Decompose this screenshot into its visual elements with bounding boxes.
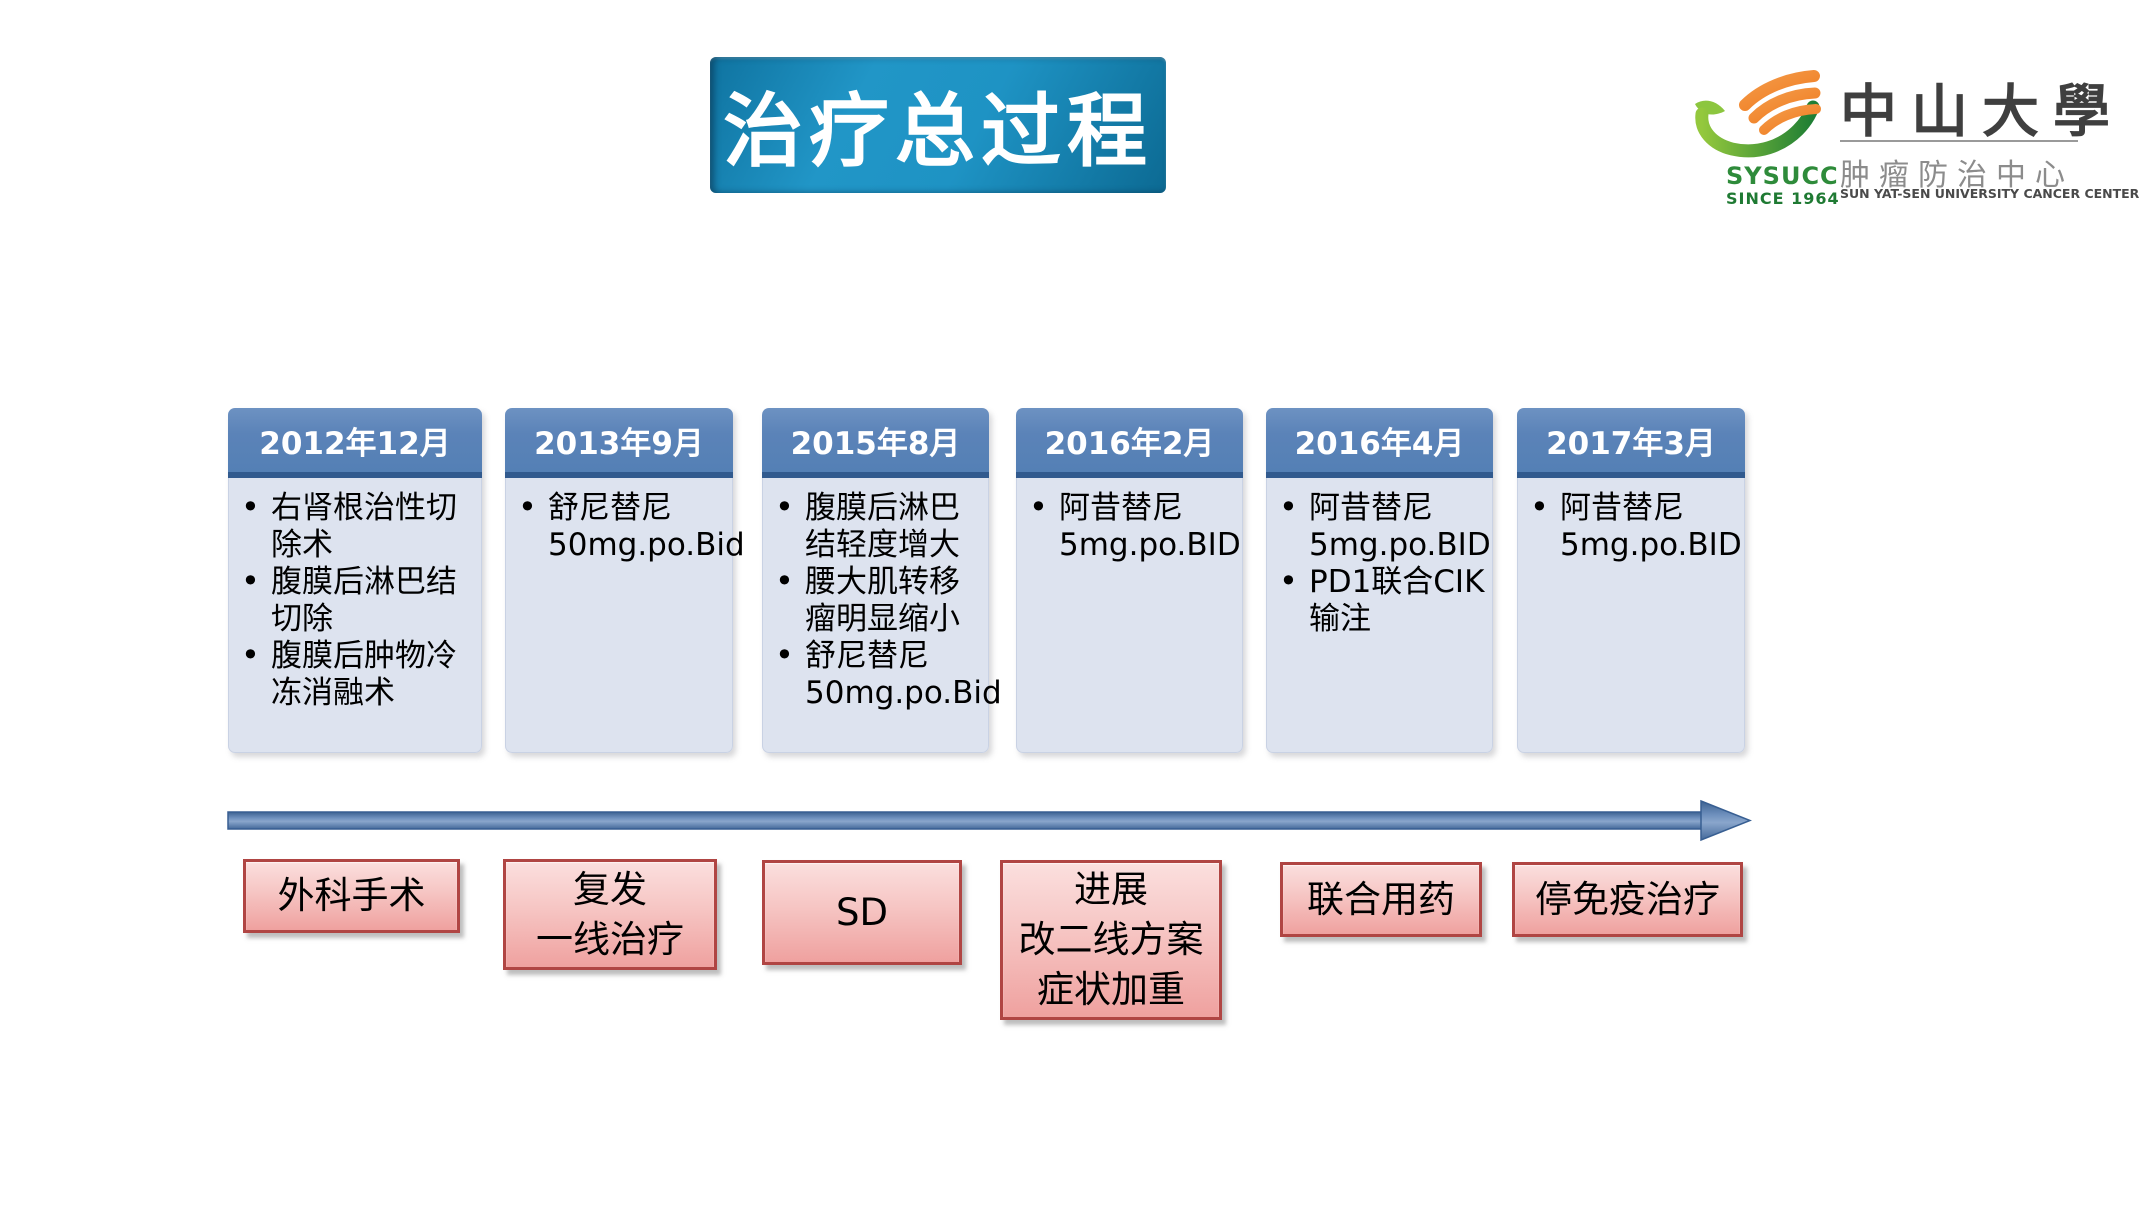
bullet-item: 腹膜后肿物冷 冻消融术 [237,637,477,712]
timeline-column-2017-03: 2017年3月 阿昔替尼 5mg.po.BID [1517,408,1745,753]
timeline-date-header: 2016年4月 [1266,408,1493,478]
bullet-list: 阿昔替尼 5mg.po.BID [1526,489,1742,564]
sysucc-logo: SYSUCC SINCE 1964 中山大學 肿瘤防治中心 SUN YAT-SE… [1688,48,2154,208]
bullet-item: 腹膜后淋巴结 切除 [237,563,477,638]
bullet-list: 右肾根治性切 除术 腹膜后淋巴结 切除 腹膜后肿物冷 冻消融术 [237,489,477,712]
timeline-date-header: 2016年2月 [1016,408,1243,478]
stage-label-surgery: 外科手术 [243,859,460,933]
timeline-column-body: 腹膜后淋巴 结轻度增大 腰大肌转移 瘤明显缩小 舒尼替尼 50mg.po.Bid [762,478,1002,753]
bullet-list: 舒尼替尼 50mg.po.Bid [514,489,745,564]
timeline-column-2013-09: 2013年9月 舒尼替尼 50mg.po.Bid [505,408,745,753]
timeline-date-header: 2015年8月 [762,408,989,478]
bullet-item: PD1联合CIK 输注 [1275,563,1488,638]
timeline-column-body: 阿昔替尼 5mg.po.BID PD1联合CIK 输注 [1266,478,1493,753]
timeline-date-header: 2012年12月 [228,408,482,478]
page-title: 治疗总过程 [723,84,1153,178]
bullet-item: 舒尼替尼 50mg.po.Bid [771,637,1002,712]
bullet-item: 阿昔替尼 5mg.po.BID [1526,489,1742,564]
logo-center-name-cn: 肿瘤防治中心 [1840,158,2074,193]
bullet-list: 阿昔替尼 5mg.po.BID PD1联合CIK 输注 [1275,489,1491,638]
timeline-column-2015-08: 2015年8月 腹膜后淋巴 结轻度增大 腰大肌转移 瘤明显缩小 舒尼替尼 50m… [762,408,1002,753]
bullet-item: 阿昔替尼 5mg.po.BID [1025,489,1241,564]
logo-center-name-en: SUN YAT-SEN UNIVERSITY CANCER CENTER [1840,186,2140,201]
bullet-item: 舒尼替尼 50mg.po.Bid [514,489,745,564]
bullet-item: 阿昔替尼 5mg.po.BID [1275,489,1491,564]
stage-label-progression-second-line: 进展 改二线方案 症状加重 [1000,860,1222,1020]
timeline-column-body: 阿昔替尼 5mg.po.BID [1016,478,1243,753]
logo-since-label: SINCE 1964 [1726,189,1840,208]
stage-label-stop-immunotherapy: 停免疫治疗 [1512,862,1743,937]
stage-label-sd: SD [762,860,962,965]
bullet-item: 腹膜后淋巴 结轻度增大 [771,489,984,564]
title-banner: 治疗总过程 [710,57,1166,193]
timeline-column-body: 右肾根治性切 除术 腹膜后淋巴结 切除 腹膜后肿物冷 冻消融术 [228,478,482,753]
timeline-date-header: 2017年3月 [1517,408,1745,478]
timeline-column-body: 阿昔替尼 5mg.po.BID [1517,478,1745,753]
timeline-column-2016-04: 2016年4月 阿昔替尼 5mg.po.BID PD1联合CIK 输注 [1266,408,1493,753]
bullet-item: 右肾根治性切 除术 [237,489,477,564]
bullet-item: 腰大肌转移 瘤明显缩小 [771,563,984,638]
logo-divider [1840,140,2078,142]
bullet-list: 腹膜后淋巴 结轻度增大 腰大肌转移 瘤明显缩小 舒尼替尼 50mg.po.Bid [771,489,1002,712]
stage-label-combination-therapy: 联合用药 [1280,862,1482,937]
timeline-column-body: 舒尼替尼 50mg.po.Bid [505,478,745,753]
sysucc-bird-icon [1695,70,1821,158]
timeline-column-2012-12: 2012年12月 右肾根治性切 除术 腹膜后淋巴结 切除 腹膜后肿物冷 冻消融术 [228,408,482,753]
logo-abbreviation: SYSUCC [1726,162,1839,190]
stage-label-relapse-first-line: 复发 一线治疗 [503,859,717,970]
timeline-column-2016-02: 2016年2月 阿昔替尼 5mg.po.BID [1016,408,1243,753]
timeline-arrow [227,799,1752,842]
timeline-date-header: 2013年9月 [505,408,733,478]
bullet-list: 阿昔替尼 5mg.po.BID [1025,489,1241,564]
logo-university-name: 中山大學 [1840,78,2124,145]
